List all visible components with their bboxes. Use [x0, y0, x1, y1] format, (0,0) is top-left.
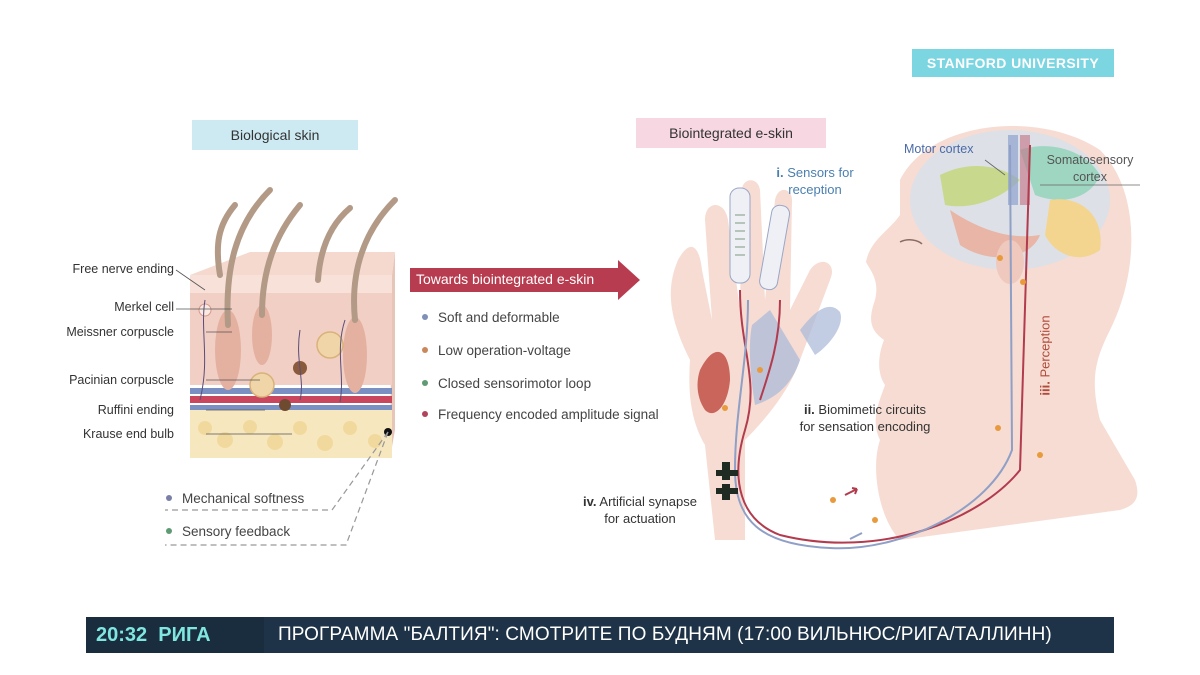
- skin-cross-section: [190, 187, 398, 458]
- diagram-illustration: [165, 126, 1140, 550]
- label-ruffini-ending: Ruffini ending: [97, 403, 174, 417]
- bullet-text: Frequency encoded amplitude signal: [438, 407, 659, 422]
- bullet-low-voltage: Low operation-voltage: [422, 343, 571, 358]
- bullet-text: Sensory feedback: [182, 524, 291, 539]
- circuits-line1: Biomimetic circuits: [818, 402, 927, 417]
- towards-arrow: [410, 260, 640, 300]
- ticker-time: 20:32: [96, 624, 148, 646]
- ticker-time-city: 20:32 РИГА: [86, 617, 264, 653]
- bullet-mechanical-softness: Mechanical softness: [166, 491, 304, 506]
- label-meissner-corpuscle: Meissner corpuscle: [66, 325, 174, 339]
- sensors-note: i. Sensors for reception: [760, 164, 870, 198]
- bullet-text: Mechanical softness: [182, 491, 305, 506]
- perception-num: iii.: [1037, 381, 1053, 396]
- circuits-note: ii. Biomimetic circuits for sensation en…: [786, 401, 944, 435]
- news-ticker: 20:32 РИГА ПРОГРАММА "БАЛТИЯ": СМОТРИТЕ …: [86, 617, 1114, 653]
- motor-cortex-label: Motor cortex: [904, 142, 974, 156]
- bullet-soft-deformable: Soft and deformable: [422, 310, 560, 325]
- bullet-text: Low operation-voltage: [438, 343, 571, 358]
- bullet-frequency-encoded: Frequency encoded amplitude signal: [422, 407, 659, 422]
- perception-label: iii. Perception: [1038, 311, 1053, 401]
- bullet-text: Closed sensorimotor loop: [438, 376, 592, 391]
- ticker-city: РИГА: [158, 624, 211, 646]
- bullet-dot: [422, 314, 428, 321]
- biointegrated-eskin-badge: Biointegrated e-skin: [636, 118, 826, 148]
- bullet-dot: [422, 347, 428, 354]
- circuits-line2: for sensation encoding: [799, 419, 931, 434]
- somato-line2: cortex: [1072, 170, 1108, 184]
- bullet-text: Soft and deformable: [438, 310, 560, 325]
- bullet-dot: [422, 411, 428, 418]
- arrow-label: Towards biointegrated e-skin: [416, 271, 595, 287]
- bullet-sensory-feedback: Sensory feedback: [166, 524, 290, 539]
- synapse-note: iv. Artificial synapse for actuation: [570, 493, 710, 527]
- somato-line1: Somatosensory: [1046, 153, 1134, 167]
- label-krause-end-bulb: Krause end bulb: [82, 427, 174, 441]
- biological-skin-badge: Biological skin: [192, 120, 358, 150]
- bullet-closed-loop: Closed sensorimotor loop: [422, 376, 591, 391]
- label-free-nerve-ending: Free nerve ending: [72, 262, 174, 276]
- hand-illustration: [670, 180, 841, 540]
- sensors-line1: Sensors for: [787, 165, 854, 180]
- synapse-line1: Artificial synapse: [599, 494, 697, 509]
- synapse-num: iv.: [583, 494, 597, 509]
- circuits-num: ii.: [803, 402, 815, 417]
- somatosensory-cortex-label: Somatosensory cortex: [1036, 152, 1144, 186]
- perception-text: Perception: [1037, 315, 1053, 378]
- head-illustration: [866, 126, 1138, 540]
- synapse-line2: for actuation: [604, 511, 676, 526]
- sensors-line2: reception: [788, 182, 842, 197]
- bullet-dot: [166, 495, 172, 502]
- bullet-dot: [422, 380, 428, 387]
- ticker-headline: ПРОГРАММА "БАЛТИЯ": СМОТРИТЕ ПО БУДНЯМ (…: [278, 624, 1052, 645]
- stanford-watermark: STANFORD UNIVERSITY: [912, 49, 1114, 77]
- label-pacinian-corpuscle: Pacinian corpuscle: [69, 373, 174, 387]
- sensors-num: i.: [776, 165, 784, 180]
- bullet-dot: [166, 528, 172, 535]
- label-merkel-cell: Merkel cell: [114, 300, 174, 314]
